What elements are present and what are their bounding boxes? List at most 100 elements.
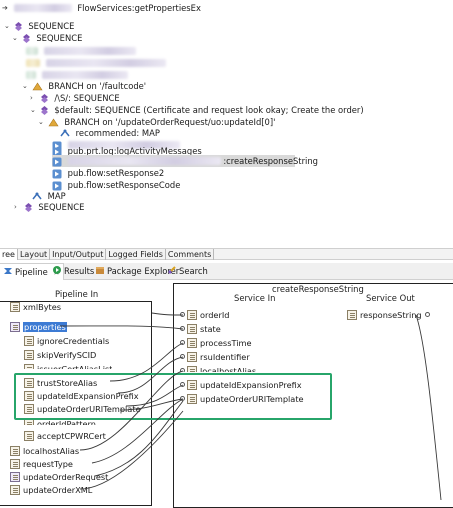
chevron-right-icon[interactable]: › (14, 203, 17, 211)
pipeline-in-item[interactable]: properties (10, 321, 67, 333)
package-icon (96, 267, 104, 274)
chevron-down-icon[interactable]: ⌄ (22, 82, 28, 90)
connector-dot-icon[interactable] (180, 312, 185, 317)
service-in-item[interactable]: processTime (180, 337, 252, 349)
chevron-down-icon[interactable]: ⌄ (30, 106, 36, 114)
connector-dot-icon[interactable] (424, 312, 430, 317)
document-icon (24, 350, 34, 360)
pipeline-in-item[interactable]: localhostAlias (10, 445, 79, 457)
sequence-icon (40, 94, 48, 103)
tab-search-label: Search (179, 266, 208, 276)
chevron-down-icon[interactable]: ⌄ (4, 22, 10, 30)
document-icon (24, 336, 34, 346)
tab-comments[interactable]: Comments (166, 249, 215, 260)
map-icon (32, 192, 42, 200)
tree-row-getpropertiesex[interactable]: ➔ FlowServices:getPropertiesEx (2, 2, 201, 14)
map-line (91, 398, 184, 464)
tab-layout[interactable]: Layout (18, 249, 51, 260)
service-in-item[interactable]: rsuIdentifier (180, 351, 250, 363)
pipeline-in-item[interactable]: updateOrderXML (10, 484, 92, 496)
tab-pipeline[interactable]: Pipeline ✕ (0, 263, 65, 280)
pipeline-in-item[interactable]: updateOrderRequest (10, 471, 108, 483)
pipeline-in-item[interactable]: updateIdExpansionPrefix (24, 390, 139, 402)
connector-dot-icon[interactable] (180, 396, 185, 401)
pipeline-in-item[interactable]: skipVerifySCID (24, 349, 96, 361)
tree-row-sequence-root[interactable]: ⌄ SEQUENCE (4, 20, 74, 32)
document-icon (10, 472, 20, 482)
tree-row-s-sequence[interactable]: › /\S/: SEQUENCE (30, 92, 120, 104)
results-icon (53, 266, 61, 274)
tab-logged-fields[interactable]: Logged Fields (106, 249, 166, 260)
document-icon (10, 302, 20, 312)
tree-row-branch-updateid[interactable]: ⌄ BRANCH on '/updateOrderRequest/uo:upda… (38, 116, 275, 128)
collapse-arrow-icon[interactable]: ➔ (2, 4, 8, 12)
document-icon (10, 322, 20, 332)
tree-row-default-sequence[interactable]: ⌄ $default: SEQUENCE (Certificate and re… (30, 104, 364, 116)
tree-row-logactivitymessages[interactable]: pub.prt.log:logActivityMessages (52, 145, 202, 157)
connector-dot-icon[interactable] (180, 382, 185, 387)
view-tabs-bar: Pipeline ✕ Results Package Explorer Sear… (0, 263, 453, 280)
tree-row-map[interactable]: MAP (32, 190, 66, 202)
tree-row-label: BRANCH on '/updateOrderRequest/uo:update… (64, 117, 276, 127)
map-line (79, 370, 184, 451)
pipeline-in-item[interactable]: xmlBytes (10, 301, 61, 313)
flow-step-tree: ➔ FlowServices:getPropertiesEx ⌄ SEQUENC… (0, 0, 453, 248)
invoke-icon (52, 147, 62, 157)
mapping-lines (59, 312, 442, 500)
service-panel (173, 283, 453, 508)
tree-row-createresponsestring[interactable]: :createResponseString (52, 155, 318, 167)
tree-row-label: SEQUENCE (38, 202, 85, 212)
map-line (109, 342, 184, 382)
pipeline-in-item[interactable]: acceptCPWRCert (24, 430, 106, 442)
tab-package-explorer-label: Package Explorer (107, 266, 180, 276)
service-out-item[interactable]: responseString (347, 309, 430, 321)
document-icon (187, 324, 197, 334)
tab-tree[interactable]: ree (0, 249, 18, 260)
connector-dot-icon[interactable] (180, 368, 185, 372)
service-in-item[interactable]: orderId (180, 309, 229, 321)
tab-package-explorer[interactable]: Package Explorer (95, 263, 179, 280)
tree-row-sequence-bottom[interactable]: › SEQUENCE (14, 201, 84, 213)
document-icon (24, 431, 34, 441)
service-in-item[interactable]: updateOrderURITemplate (180, 393, 304, 405)
pipeline-in-item[interactable]: trustStoreAlias (24, 377, 97, 389)
service-in-item[interactable]: localhostAlias (180, 365, 256, 372)
branch-icon (48, 118, 59, 127)
tree-row-label: BRANCH on '/faultcode' (48, 81, 147, 91)
sequence-icon (14, 22, 22, 31)
tree-row-setresponse2[interactable]: pub.flow:setResponse2 (52, 167, 164, 179)
chevron-down-icon[interactable]: ⌄ (12, 34, 18, 42)
chevron-down-icon[interactable]: ⌄ (38, 118, 44, 126)
chevron-right-icon[interactable]: › (30, 94, 33, 102)
map-line (415, 314, 442, 500)
tree-row-label: MAP (47, 191, 66, 201)
service-in-item[interactable]: updateIdExpansionPrefix (180, 379, 302, 391)
tab-search[interactable]: Search (167, 263, 208, 280)
pipeline-in-item[interactable]: requestType (10, 458, 73, 470)
connector-dot-icon[interactable] (180, 340, 185, 345)
invoke-icon (52, 157, 62, 167)
tree-row-recommended-map[interactable]: recommended: MAP (60, 127, 160, 139)
map-line (59, 325, 184, 330)
tree-row-label: /\S/: SEQUENCE (54, 93, 120, 103)
tab-results[interactable]: Results (52, 263, 94, 280)
redacted-text (67, 157, 221, 165)
connector-dot-icon[interactable] (180, 354, 185, 359)
tree-row-branch-faultcode[interactable]: ⌄ BRANCH on '/faultcode' (22, 80, 146, 92)
document-icon (10, 446, 20, 456)
redacted-icon (26, 71, 36, 79)
tree-row-redacted[interactable] (26, 45, 139, 57)
sequence-icon (22, 34, 30, 43)
redacted-text (13, 4, 72, 12)
pipeline-in-item[interactable]: ignoreCredentials (24, 335, 109, 347)
tree-row-setresponsecode[interactable]: pub.flow:setResponseCode (52, 179, 180, 191)
redacted-text (45, 59, 166, 67)
tree-row-redacted[interactable] (26, 57, 169, 69)
tab-input-output[interactable]: Input/Output (50, 249, 107, 260)
pipeline-in-item[interactable]: updateOrderURITemplate (24, 403, 141, 415)
tree-row-label: pub.flow:setResponseCode (67, 180, 181, 190)
pipeline-in-item[interactable]: issuerCertAliasList (24, 363, 112, 369)
tree-row-sequence[interactable]: ⌄ SEQUENCE (12, 32, 82, 44)
tree-row-redacted[interactable] (26, 69, 131, 81)
branch-icon (32, 82, 43, 91)
